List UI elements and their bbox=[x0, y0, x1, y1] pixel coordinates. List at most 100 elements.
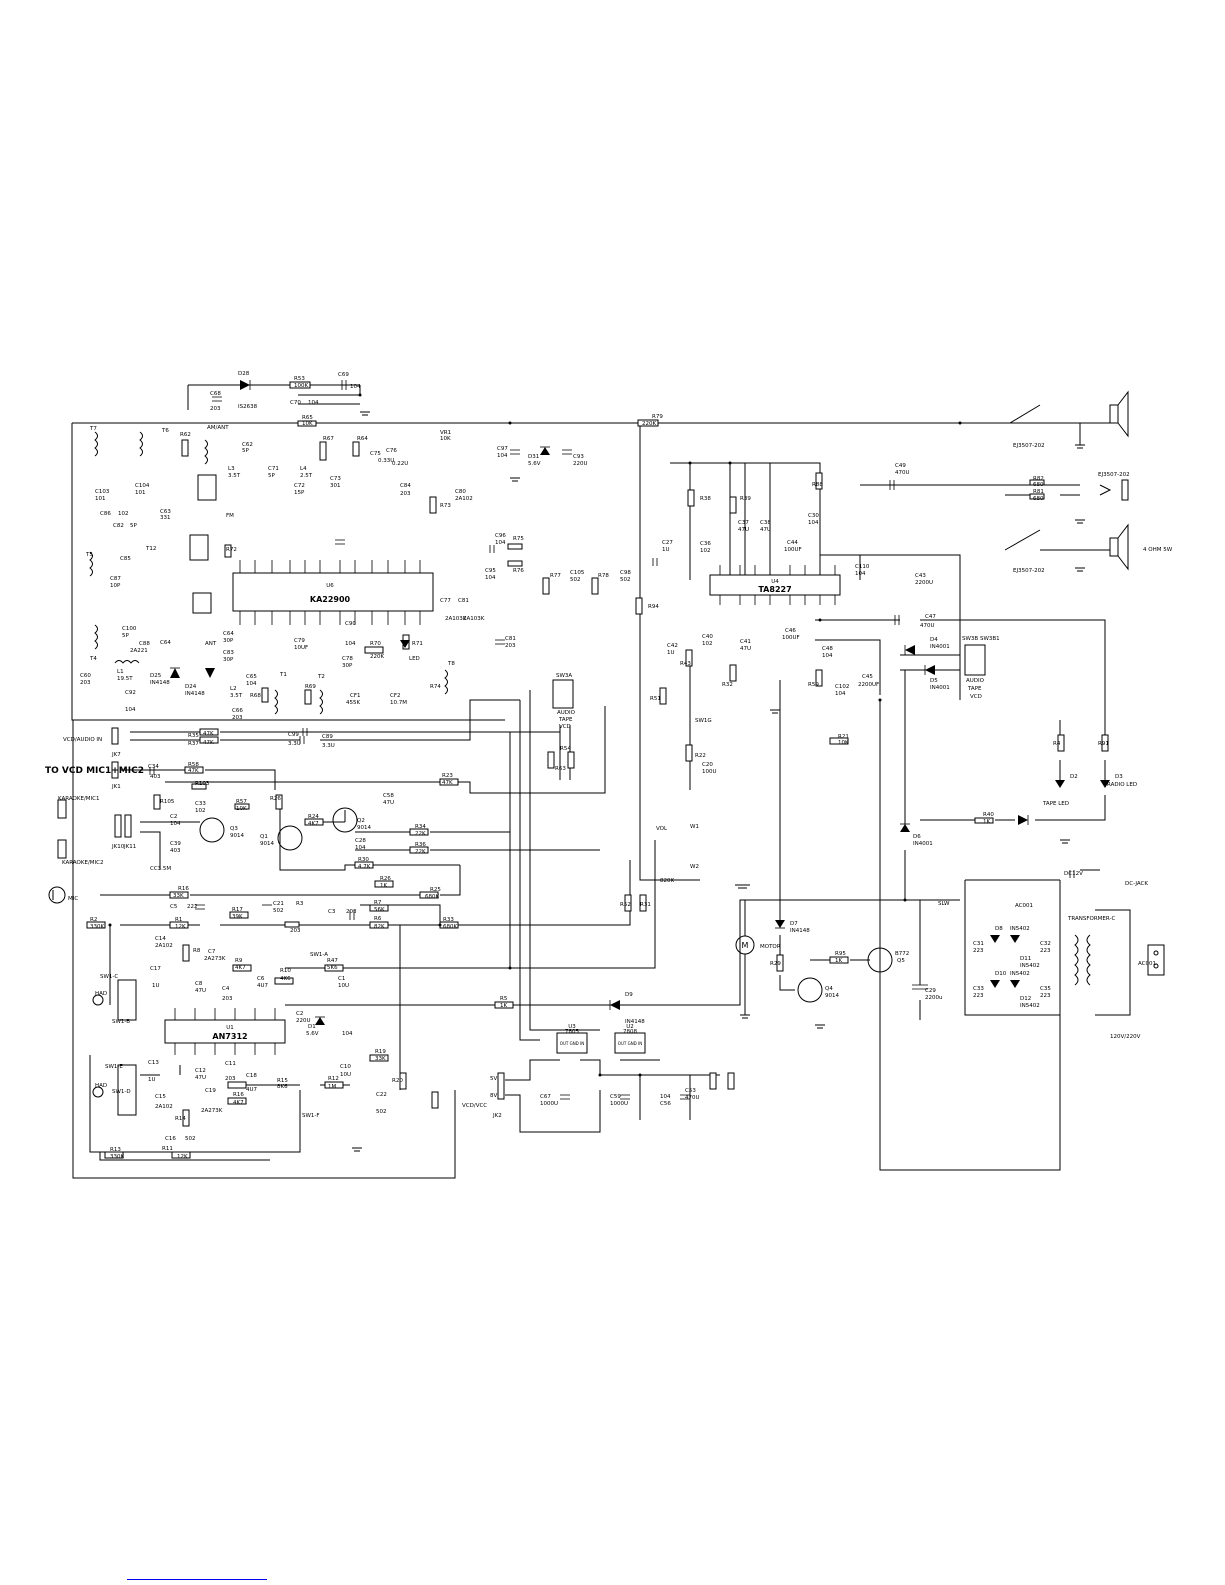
component-label-c18v: 4U7 bbox=[246, 1087, 258, 1093]
component-label-d5: D5 bbox=[930, 678, 938, 684]
label-sw3a-vcd: VCD bbox=[559, 724, 571, 730]
label-ac001: AC001 bbox=[1138, 961, 1156, 967]
svg-text:M: M bbox=[742, 941, 749, 950]
component-label-c90: C90 bbox=[345, 621, 356, 627]
component-label-r37v: 47K bbox=[203, 740, 214, 746]
component-label-r47: R47 bbox=[327, 958, 338, 964]
component-label-t2: T2 bbox=[317, 674, 325, 680]
u2-part: 7808 bbox=[623, 1029, 637, 1035]
component-label-d4: D4 bbox=[930, 637, 938, 643]
label-am-ant: AM/ANT bbox=[207, 425, 229, 431]
component-label-c5: C5 bbox=[170, 904, 178, 910]
label-jk7: JK7 bbox=[111, 752, 121, 758]
component-label-c39: C39 bbox=[170, 841, 181, 847]
diode-symbols bbox=[170, 380, 1110, 1025]
component-label-c17: C17 bbox=[150, 966, 161, 972]
component-label-r43: R43 bbox=[680, 661, 691, 667]
label-fm: FM bbox=[226, 513, 234, 519]
label-motor: MOTOR bbox=[760, 944, 781, 950]
ic-u1: U1 AN7312 bbox=[164, 1019, 286, 1044]
component-label-r52: R52 bbox=[620, 902, 631, 908]
component-label-r6v: 82K bbox=[374, 924, 385, 930]
u4-part: TA8227 bbox=[758, 585, 791, 594]
component-label-r4: R4 bbox=[1053, 741, 1061, 747]
component-label-c69: C69 bbox=[338, 372, 349, 378]
component-label-r63: R63 bbox=[555, 766, 566, 772]
component-label-c100: C100 bbox=[122, 626, 137, 632]
component-label-d31: D31 bbox=[528, 454, 539, 460]
component-label-q1: Q1 bbox=[260, 834, 268, 840]
component-label-r5v: 1K bbox=[500, 1003, 507, 1009]
u3-pins: OUT GND IN bbox=[560, 1041, 584, 1046]
component-label-c92: C92 bbox=[125, 690, 136, 696]
component-label-c6v: 4U7 bbox=[257, 983, 269, 989]
component-label-c84: C84 bbox=[400, 483, 411, 489]
switch-symbols bbox=[117, 474, 986, 1116]
component-label-r37: R37 bbox=[188, 741, 199, 747]
u4-ref: U4 bbox=[771, 579, 779, 585]
component-label-c65v: 104 bbox=[246, 681, 257, 687]
component-label-c86v: 102 bbox=[118, 511, 129, 517]
component-label-q5v: B772 bbox=[895, 951, 909, 957]
component-label-c73v: 301 bbox=[330, 483, 341, 489]
component-label-c69v: 104 bbox=[350, 384, 361, 390]
component-label-c62: C62 bbox=[242, 442, 253, 448]
component-label-c31: C31 bbox=[973, 941, 984, 947]
component-label-c31v: 223 bbox=[973, 948, 984, 954]
component-label-r9v: 4K7 bbox=[235, 965, 246, 971]
component-label-d31v: 5.6V bbox=[528, 461, 541, 467]
component-label-c78v: 30P bbox=[342, 663, 353, 669]
component-label-c11v: 203 bbox=[225, 1076, 236, 1082]
component-label-c17v: 1U bbox=[152, 983, 160, 989]
component-label-cf2v: 10.7M bbox=[390, 700, 407, 706]
component-label-c15v: 2A102 bbox=[155, 1104, 173, 1110]
component-label-c14v: 2A102 bbox=[155, 943, 173, 949]
component-label-c70: C70 bbox=[290, 400, 301, 406]
component-label-r69: R69 bbox=[305, 684, 316, 690]
component-label-t12: T12 bbox=[145, 546, 156, 552]
component-label-r2v: 330K bbox=[90, 924, 104, 930]
component-label-c79: C79 bbox=[294, 638, 305, 644]
component-label-c41: C41 bbox=[740, 639, 751, 645]
component-label-r15: R15 bbox=[277, 1078, 288, 1084]
component-label-c56v: 104 bbox=[660, 1094, 671, 1100]
component-label-q4v: 9014 bbox=[825, 993, 839, 999]
component-label-t1: T1 bbox=[279, 672, 287, 678]
component-label-c2bv: 220U bbox=[296, 1018, 311, 1024]
component-label-d7v: IN4148 bbox=[790, 928, 810, 934]
component-label-r3v: 203 bbox=[290, 928, 301, 934]
component-label-c12v: 47U bbox=[195, 1075, 206, 1081]
label-sw3b: SW3B SW3B1 bbox=[962, 636, 1000, 642]
component-label-r88: R88 bbox=[812, 482, 823, 488]
component-label-r82v: 680 bbox=[1033, 482, 1044, 488]
component-label-l1: L1 bbox=[117, 669, 124, 675]
component-label-c68v: 203 bbox=[210, 406, 221, 412]
component-label-c22: C22 bbox=[376, 1092, 387, 1098]
component-label-cf1: CF1 bbox=[350, 693, 361, 699]
u6-part: KA22900 bbox=[310, 595, 351, 604]
component-label-c10: C10 bbox=[340, 1064, 351, 1070]
rf-coils bbox=[89, 431, 448, 715]
component-label-r1v: 12K bbox=[175, 924, 186, 930]
component-label-r26bv: 1K bbox=[380, 883, 387, 889]
component-label-c87: C87 bbox=[110, 576, 121, 582]
component-label-c103: C103 bbox=[95, 489, 110, 495]
component-label-q1v: 9014 bbox=[260, 841, 274, 847]
component-label-d8: D8 bbox=[995, 926, 1003, 932]
component-label-r17: R17 bbox=[232, 907, 243, 913]
component-label-c105: C105 bbox=[570, 570, 585, 576]
component-label-r7: R7 bbox=[374, 900, 382, 906]
component-label-c85: C85 bbox=[120, 556, 131, 562]
label-sw3a-tape: TAPE bbox=[558, 717, 573, 723]
component-label-r33: R33 bbox=[443, 917, 454, 923]
component-label-r76: R76 bbox=[513, 568, 524, 574]
u4-pin-stubs bbox=[719, 565, 836, 605]
component-label-c4v: 203 bbox=[222, 996, 233, 1002]
component-label-d28: D28 bbox=[238, 371, 250, 377]
component-label-d8v: IN5402 bbox=[1010, 926, 1030, 932]
component-label-c63v: 331 bbox=[160, 515, 171, 521]
footer-link-underline[interactable] bbox=[127, 1579, 267, 1580]
label-sw1g: SW1G bbox=[695, 718, 712, 724]
component-label-r23v: 47K bbox=[442, 780, 453, 786]
component-label-d3: D3 bbox=[1115, 774, 1123, 780]
